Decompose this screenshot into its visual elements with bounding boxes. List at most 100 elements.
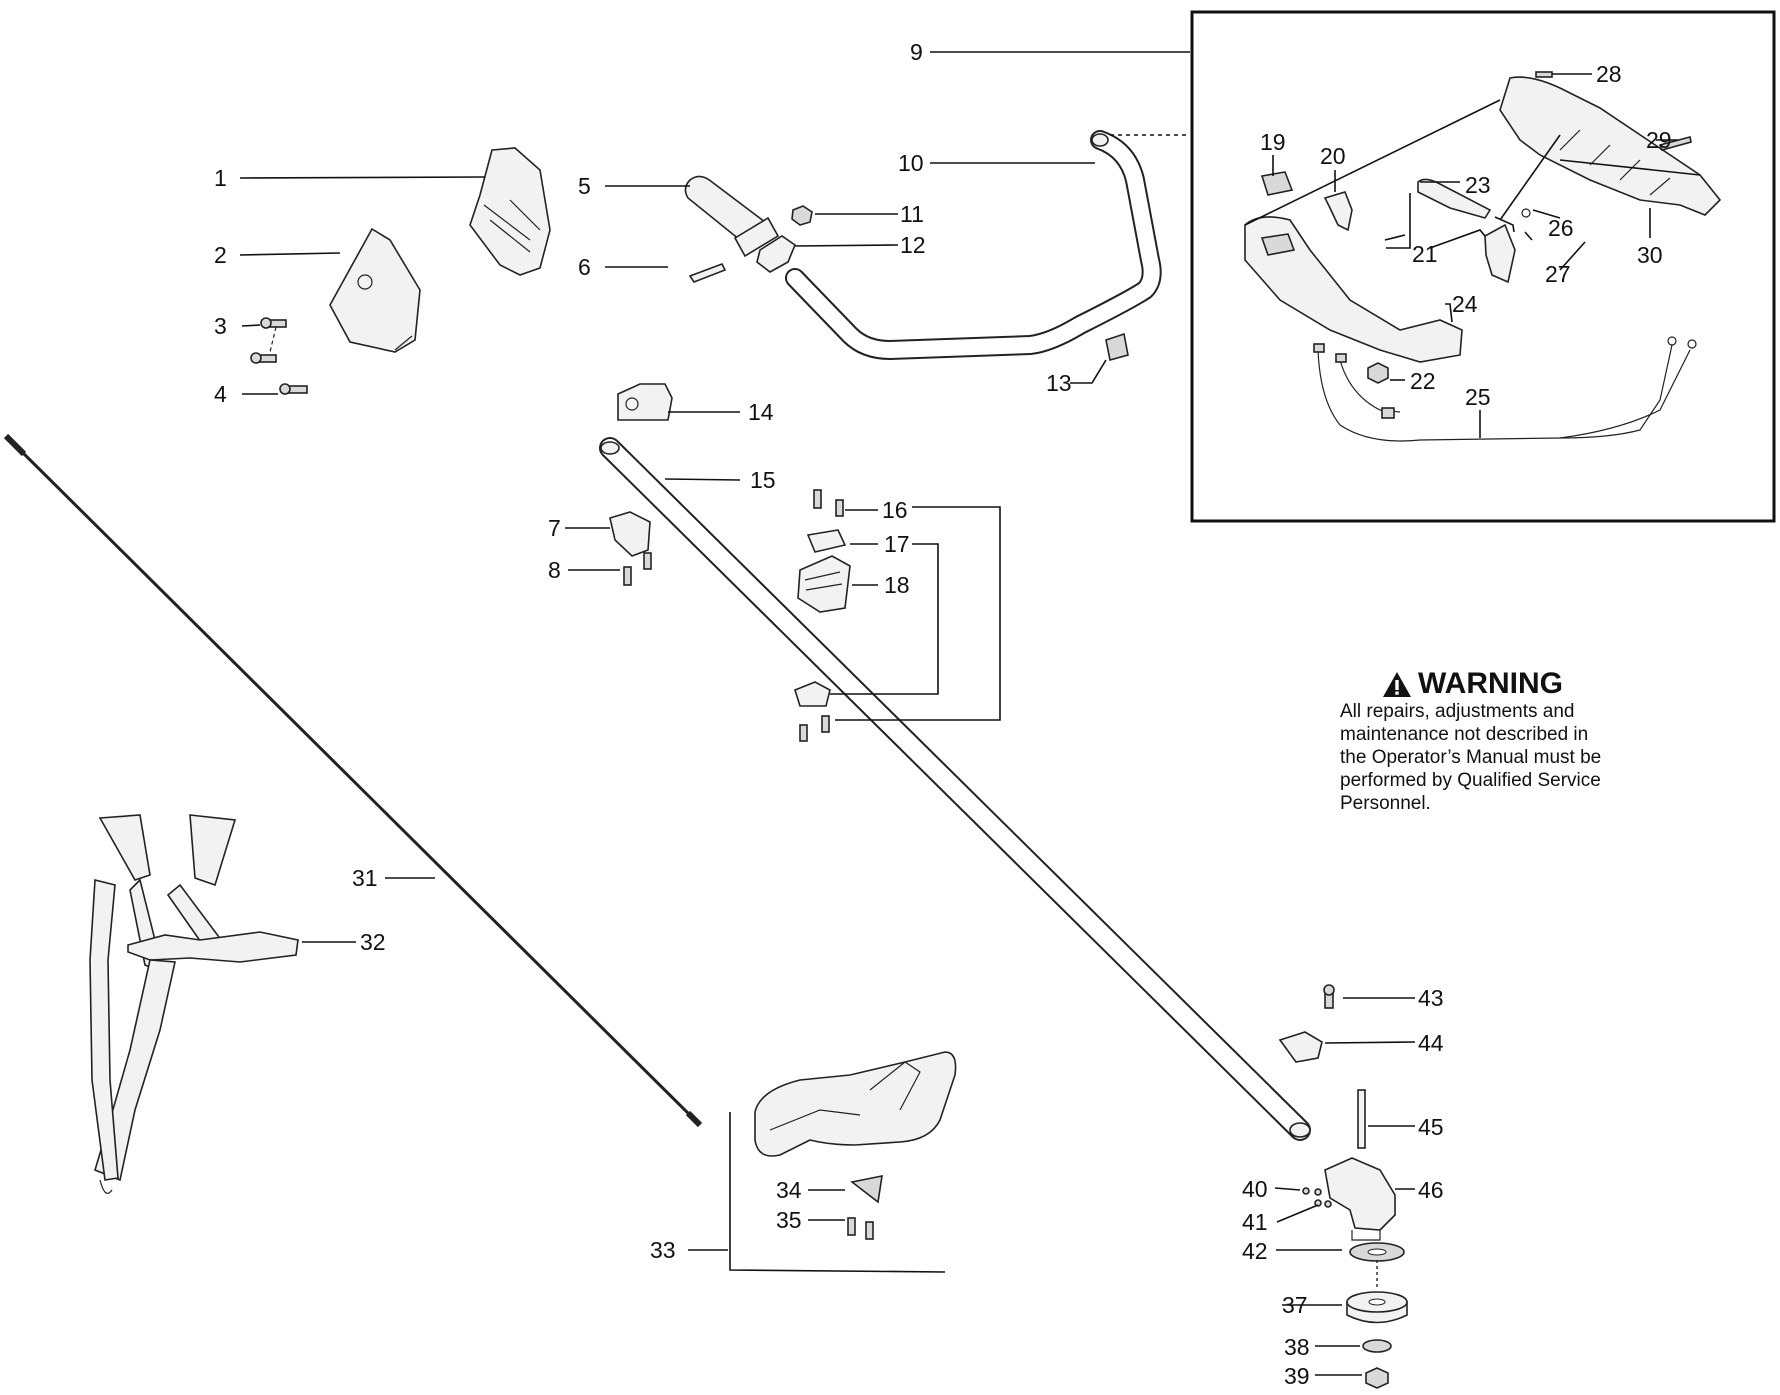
callout-28: 28 [1596,61,1622,87]
part-46-gearhead [1324,1157,1396,1241]
part-3-screws [250,317,287,364]
callout-34: 34 [776,1177,802,1203]
callout-4: 4 [214,381,227,407]
warning-line: performed by Qualified Service [1340,770,1601,791]
part-26-spring [1521,208,1531,218]
warning-notice: WARNING All repairs, adjustments and mai… [1340,668,1670,815]
part-10-handlebar [785,130,1162,361]
part-11-nut [791,205,813,226]
leader-lines [239,51,1701,1376]
callout-5: 5 [578,173,591,199]
callout-15: 15 [750,467,776,493]
callout-33: 33 [650,1237,676,1263]
callout-7: 7 [548,515,561,541]
part-37-spacer [1346,1291,1408,1324]
callout-13: 13 [1046,370,1072,396]
callout-17: 17 [884,531,910,557]
callout-19: 19 [1260,129,1286,155]
warning-line: All repairs, adjustments and [1340,701,1575,722]
callout-40: 40 [1242,1176,1268,1202]
callout-25: 25 [1465,384,1491,410]
callout-44: 44 [1418,1030,1444,1056]
callout-39: 39 [1284,1363,1310,1389]
part-28-screw [1535,71,1553,78]
callout-6: 6 [578,254,591,280]
part-17b-clip-lower [794,681,831,707]
callout-3: 3 [214,313,227,339]
callout-27: 27 [1545,261,1571,287]
callout-16: 16 [882,497,908,523]
part-35-screws [847,1217,874,1240]
warning-line: maintenance not described in [1340,724,1589,745]
part-31-driveshaft [3,433,703,1128]
callout-35: 35 [776,1207,802,1233]
callout-37: 37 [1282,1292,1308,1318]
callout-11: 11 [900,201,924,227]
warning-text: All repairs, adjustments and maintenance… [1340,700,1670,815]
part-4-screw [279,383,308,395]
callout-30: 30 [1637,242,1663,268]
part-19-switch [1260,171,1294,196]
callout-45: 45 [1418,1114,1444,1140]
part-15-shaft [599,437,1311,1141]
part-24-rear-grip [1244,216,1463,363]
callout-numbers: 1 2 3 4 5 6 7 8 9 10 11 12 13 14 15 16 1… [214,39,1672,1389]
part-14-clamp [617,383,673,421]
part-1-cover [469,147,551,276]
part-18-clamp [797,555,851,613]
callout-20: 20 [1320,143,1346,169]
callout-1: 1 [214,165,227,191]
warning-line: the Operator’s Manual must be [1340,747,1602,768]
callout-8: 8 [548,557,561,583]
callout-31: 31 [352,865,378,891]
part-22-nut [1367,362,1389,384]
callout-23: 23 [1465,172,1491,198]
part-17-clip [806,529,847,553]
part-20-lever [1323,191,1353,232]
part-45-shaft-pin [1357,1089,1366,1149]
part-34-bracket [850,1174,883,1204]
callout-12: 12 [900,232,926,258]
warning-heading: WARNING [1382,668,1670,700]
callout-22: 22 [1410,368,1436,394]
part-7-clamp [609,511,651,557]
part-16-screws [813,489,844,517]
callout-2: 2 [214,242,227,268]
part-25-wire-harness [1313,336,1697,442]
part-13-knob [1105,332,1129,362]
part-42-washer [1349,1242,1405,1262]
part-8-screws [623,552,652,586]
callout-14: 14 [748,399,774,425]
part-12-clamp [756,235,796,273]
callout-29: 29 [1646,127,1672,153]
part-29-screw [1658,136,1692,151]
part-30-handle-housing [1499,76,1722,216]
part-43-screw [1323,984,1335,1009]
warning-triangle-icon [1383,671,1411,697]
callout-9: 9 [910,39,923,65]
callout-10: 10 [898,150,924,176]
part-5-grip [684,175,780,258]
part-32-harness [89,814,299,1194]
callout-42: 42 [1242,1238,1268,1264]
callout-41: 41 [1242,1209,1268,1235]
part-6-bolt [688,262,727,283]
part-33-guard [754,1051,957,1157]
inset-box-handle-assembly [1190,10,1776,523]
warning-line: Personnel. [1340,793,1431,814]
part-16b-screws-lower [799,715,830,742]
callout-43: 43 [1418,985,1444,1011]
callout-21: 21 [1412,241,1438,267]
part-27-trigger [1484,223,1516,284]
callout-46: 46 [1418,1177,1444,1203]
part-44-clamp [1278,1031,1323,1063]
part-38-washer [1362,1339,1392,1353]
callout-26: 26 [1548,215,1574,241]
callout-32: 32 [360,929,386,955]
callout-38: 38 [1284,1334,1310,1360]
warning-title: WARNING [1418,667,1563,700]
part-40-41-screws [1302,1187,1332,1208]
callout-18: 18 [884,572,910,598]
callout-24: 24 [1452,291,1478,317]
